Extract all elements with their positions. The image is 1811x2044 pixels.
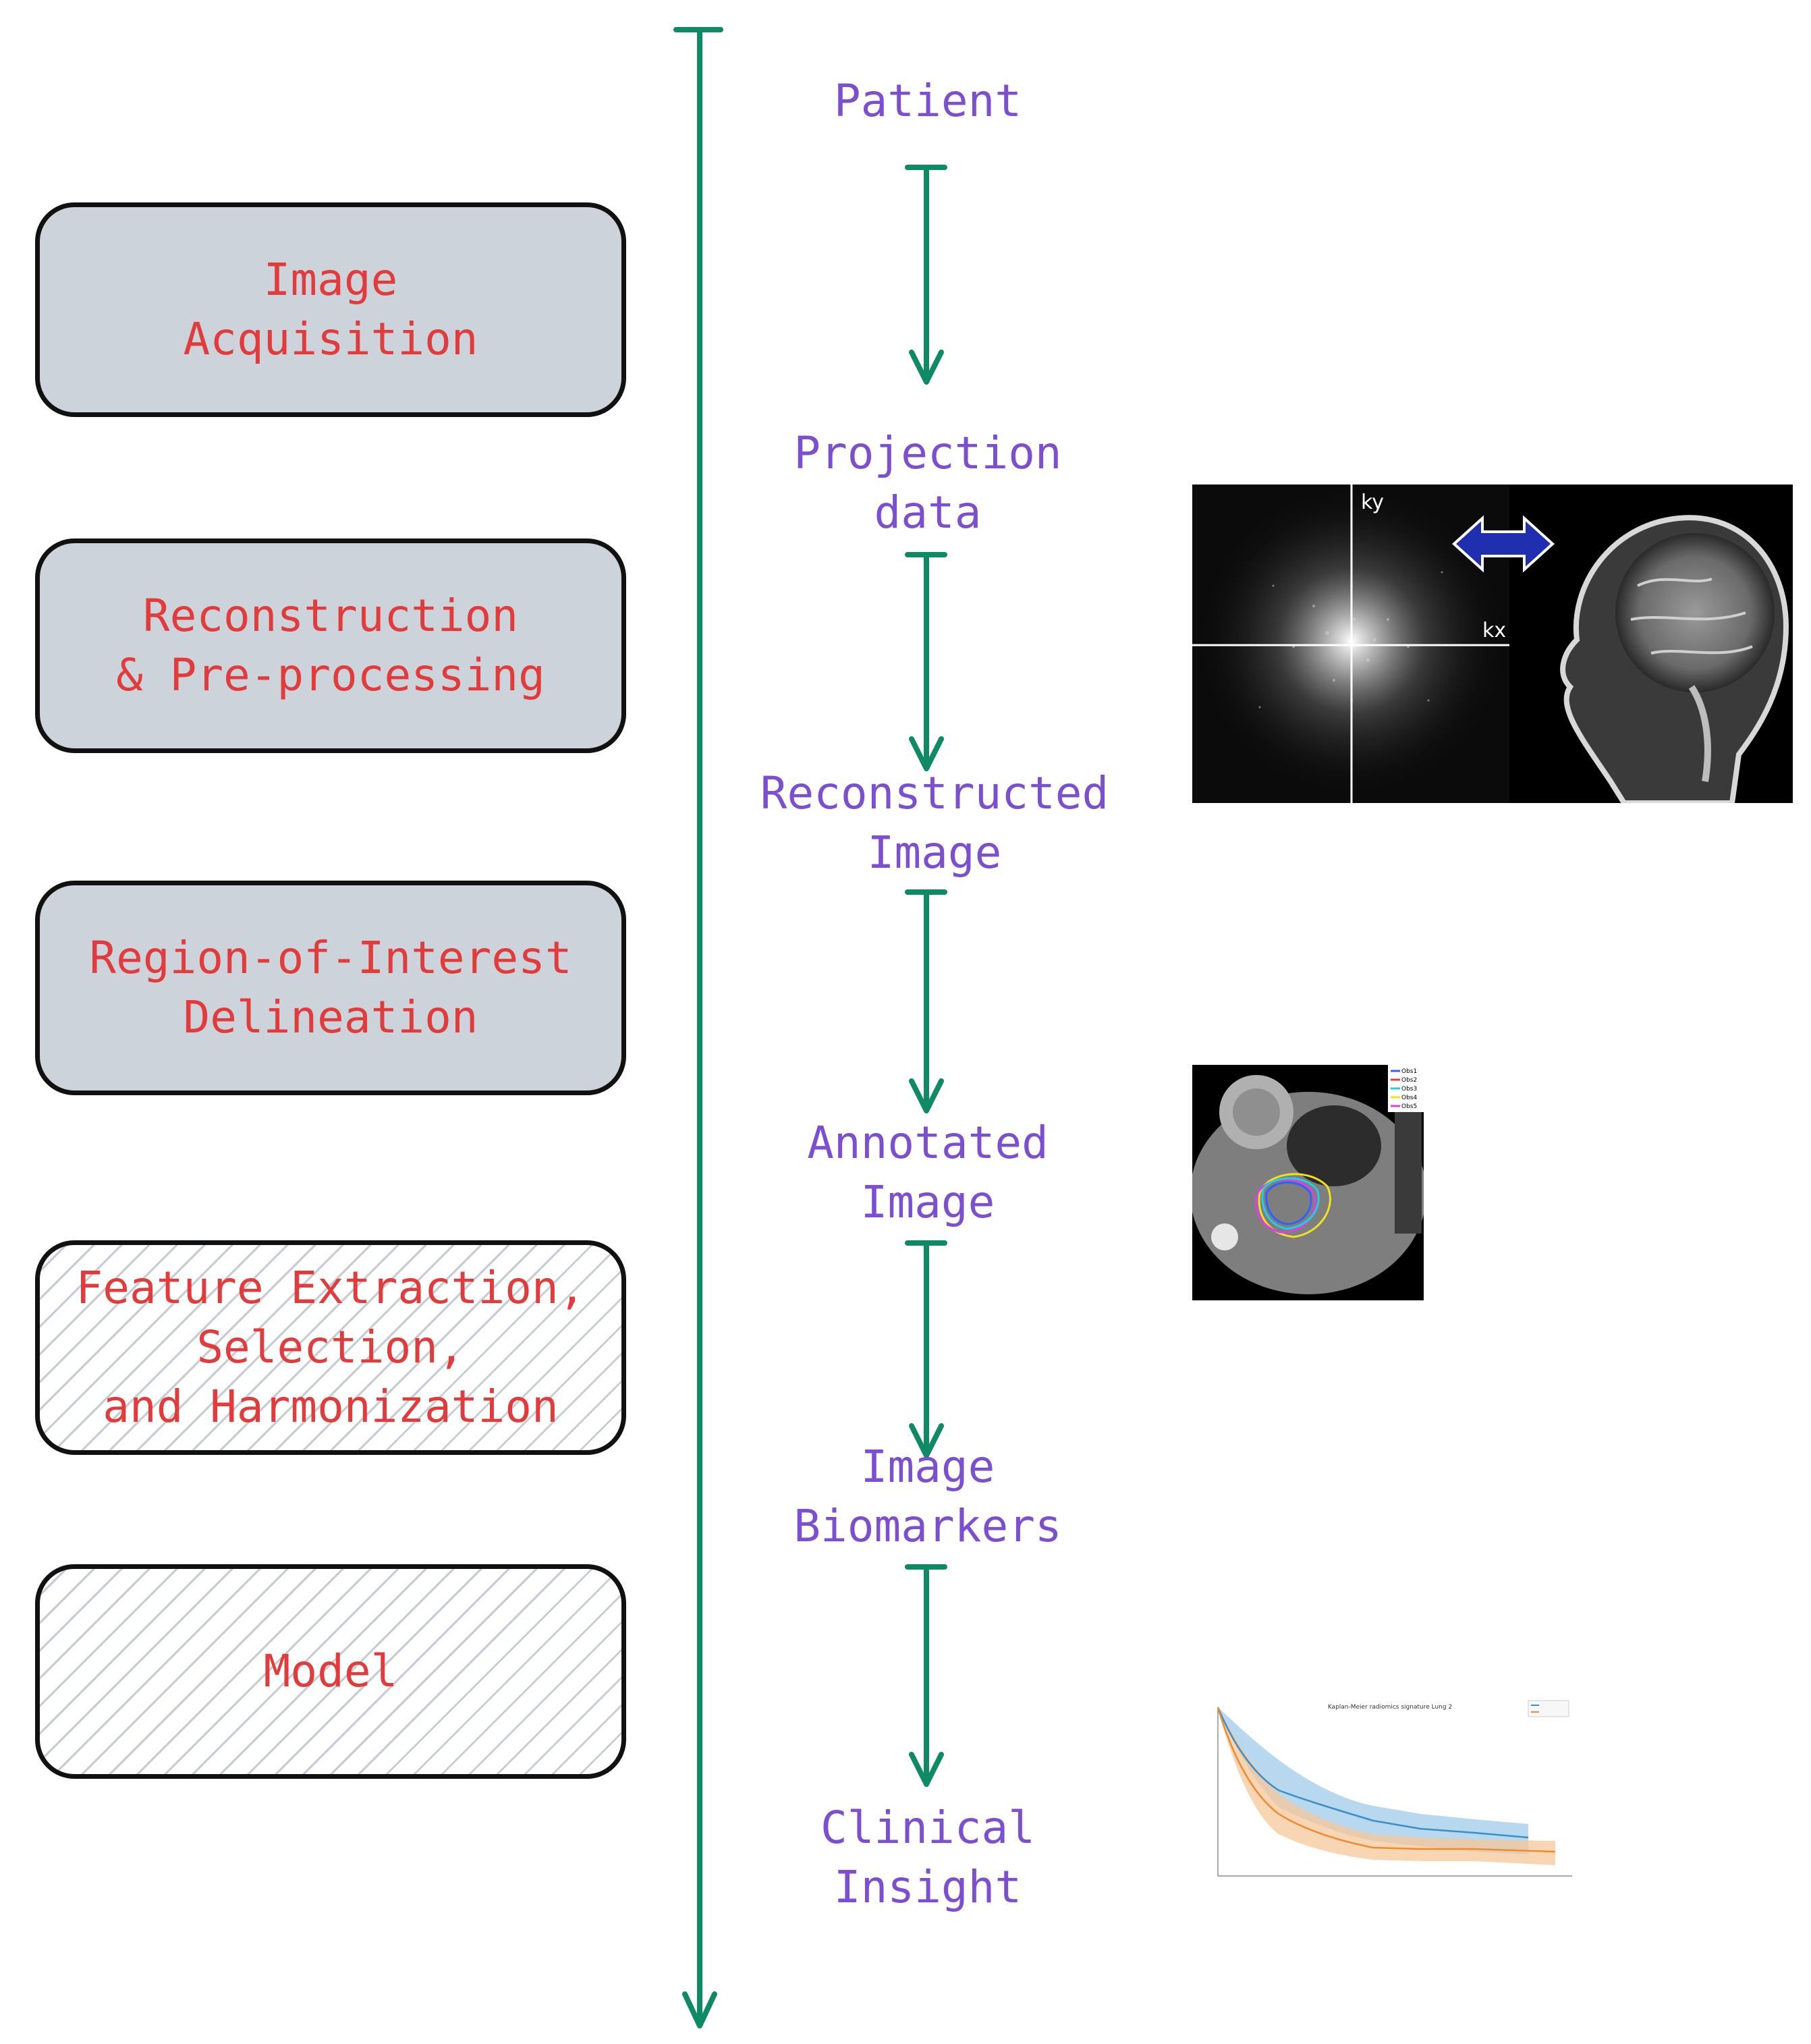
flow-arrow-2 [905, 552, 947, 771]
stage-box-feature-extraction: Feature Extraction, Selection, and Harmo… [35, 1240, 626, 1455]
flow-arrow-4 [905, 1240, 947, 1458]
ct-lung-right [1287, 1105, 1381, 1186]
flow-arrow-1 [905, 165, 947, 385]
flow-label-annotated-image: Annotated Image [807, 1117, 1049, 1228]
flow-arrow-3 [905, 889, 947, 1113]
survival-legend-box [1528, 1700, 1569, 1717]
ct-legend-entry-2: Obs2 [1401, 1077, 1417, 1084]
stage-box-reconstruction: Reconstruction & Pre-processing [35, 538, 626, 753]
survival-curve-figure: Kaplan-Meier radiomics signature Lung 2 [1204, 1699, 1576, 1881]
contour-outlines [1254, 1173, 1331, 1238]
ct-legend-entry-5: Obs5 [1401, 1103, 1417, 1110]
stage-box-roi-delineation: Region-of-Interest Delineation [35, 881, 626, 1095]
survival-line-low [1217, 1707, 1556, 1853]
mri-head-icon [1560, 515, 1789, 803]
flow-label-patient: Patient [833, 75, 1022, 127]
survival-line-high [1217, 1707, 1529, 1839]
ct-annotation-figure: Obs1 Obs2 Obs3 Obs4 Obs5 [1192, 1065, 1424, 1300]
stage-box-image-acquisition: Image Acquisition [35, 202, 626, 417]
survival-band-high [1218, 1707, 1528, 1854]
main-timeline-arrow [673, 27, 723, 2028]
ky-label: ky [1361, 491, 1384, 514]
survival-title: Kaplan-Meier radiomics signature Lung 2 [1328, 1704, 1452, 1711]
flow-label-reconstructed-image: Reconstructed Image [760, 767, 1109, 879]
survival-axes [1217, 1707, 1572, 1877]
flow-label-clinical-insight: Clinical Insight [820, 1802, 1035, 1913]
ct-legend-entry-1: Obs1 [1401, 1068, 1417, 1075]
ct-legend-entry-3: Obs3 [1401, 1086, 1417, 1093]
ct-vertebra [1211, 1223, 1238, 1250]
kx-label: kx [1482, 619, 1506, 642]
double-arrow-icon [1452, 515, 1555, 573]
ct-legend: Obs1 Obs2 Obs3 Obs4 Obs5 [1388, 1065, 1424, 1112]
ct-legend-entry-4: Obs4 [1401, 1095, 1417, 1101]
flow-label-image-biomarkers: Image Biomarkers [793, 1441, 1062, 1552]
kspace-mri-figure: ky kx [1192, 485, 1793, 803]
stage-box-model: Model [35, 1564, 626, 1779]
flow-arrow-5 [905, 1564, 947, 1787]
flow-label-projection-data: Projection data [793, 427, 1062, 538]
kspace-glow [1192, 485, 1513, 803]
